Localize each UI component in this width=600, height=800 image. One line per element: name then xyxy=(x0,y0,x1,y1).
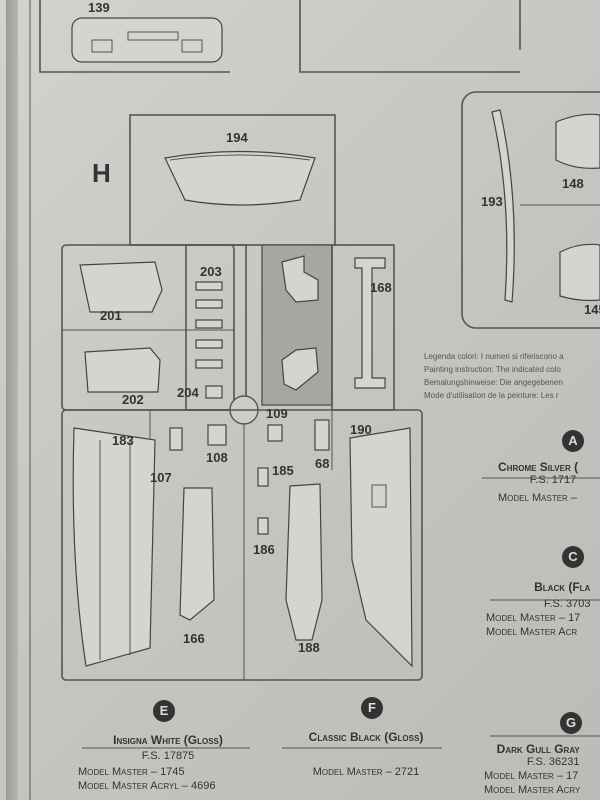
part-label-193: 193 xyxy=(481,194,503,209)
sprue-letter: H xyxy=(92,158,111,188)
part-label-201: 201 xyxy=(100,308,122,323)
paint-ref: Model Master – 1745 xyxy=(78,766,185,778)
color-badge-c: C xyxy=(562,546,584,568)
color-badge-e: E xyxy=(153,700,175,722)
color-name: Insigna White (Gloss) xyxy=(113,733,223,747)
color-f: Classic Black (Gloss) Model Master – 272… xyxy=(286,730,446,778)
fs-code: F.S. 1717 xyxy=(529,474,577,486)
part-label-139: 139 xyxy=(88,0,110,15)
legend-line-fr: Mode d'utilisation de la peinture: Les r xyxy=(424,391,559,400)
color-name: Classic Black (Gloss) xyxy=(308,730,424,744)
fs-code: F.S. 36231 xyxy=(526,756,580,768)
part-label-168: 168 xyxy=(370,280,392,295)
color-g: Dark Gull Gray F.S. 36231 Model Master –… xyxy=(484,742,580,796)
legend-line-en: Painting instruction: The indicated colo xyxy=(424,365,561,374)
part-label-107: 107 xyxy=(150,470,172,485)
fs-code: F.S. 17875 xyxy=(141,750,195,762)
paint-ref: Model Master – 17 xyxy=(484,770,579,782)
paint-ref: Model Master – 17 xyxy=(486,612,581,624)
part-label-109: 109 xyxy=(266,406,288,421)
paint-ref: Model Master Acryl – 4696 xyxy=(78,780,216,792)
color-name: Chrome Silver ( xyxy=(498,460,579,474)
part-label-186: 186 xyxy=(253,542,275,557)
part-label-202: 202 xyxy=(122,392,144,407)
legend-line-de: Bemalungshinweise: Die angegebenen xyxy=(424,378,563,387)
part-label-204: 204 xyxy=(177,385,199,400)
part-label-188: 188 xyxy=(298,640,320,655)
legend-line-it: Legenda colori: I numeri si riferiscono … xyxy=(424,352,564,361)
color-name: Black (Fla xyxy=(534,580,591,594)
part-label-148: 148 xyxy=(562,176,584,191)
part-label-194: 194 xyxy=(226,130,248,145)
part-label-108: 108 xyxy=(206,450,228,465)
color-c: Black (Fla F.S. 3703 Model Master – 17 M… xyxy=(486,580,590,638)
color-badge-a: A xyxy=(562,430,584,452)
part-label-166: 166 xyxy=(183,631,205,646)
part-label-183: 183 xyxy=(112,433,134,448)
color-a: Chrome Silver ( F.S. 1717 Model Master – xyxy=(498,460,578,504)
part-label-190: 190 xyxy=(350,422,372,437)
color-name: Dark Gull Gray xyxy=(496,742,580,756)
fs-code: F.S. 3703 xyxy=(544,598,591,610)
color-badge-g: G xyxy=(560,712,582,734)
paint-ref: Model Master – 2721 xyxy=(312,766,420,778)
paint-ref: Model Master Acr xyxy=(486,626,578,638)
color-e: Insigna White (Gloss) F.S. 17875 Model M… xyxy=(78,733,258,792)
paint-ref: Model Master Acry xyxy=(484,784,581,796)
part-label-68: 68 xyxy=(315,456,330,471)
color-badge-f: F xyxy=(361,697,383,719)
part-label-145: 145 xyxy=(584,302,600,317)
part-label-185: 185 xyxy=(272,463,294,478)
paint-ref: Model Master – xyxy=(498,492,578,504)
page-edge xyxy=(6,0,18,800)
part-label-203: 203 xyxy=(200,264,222,279)
